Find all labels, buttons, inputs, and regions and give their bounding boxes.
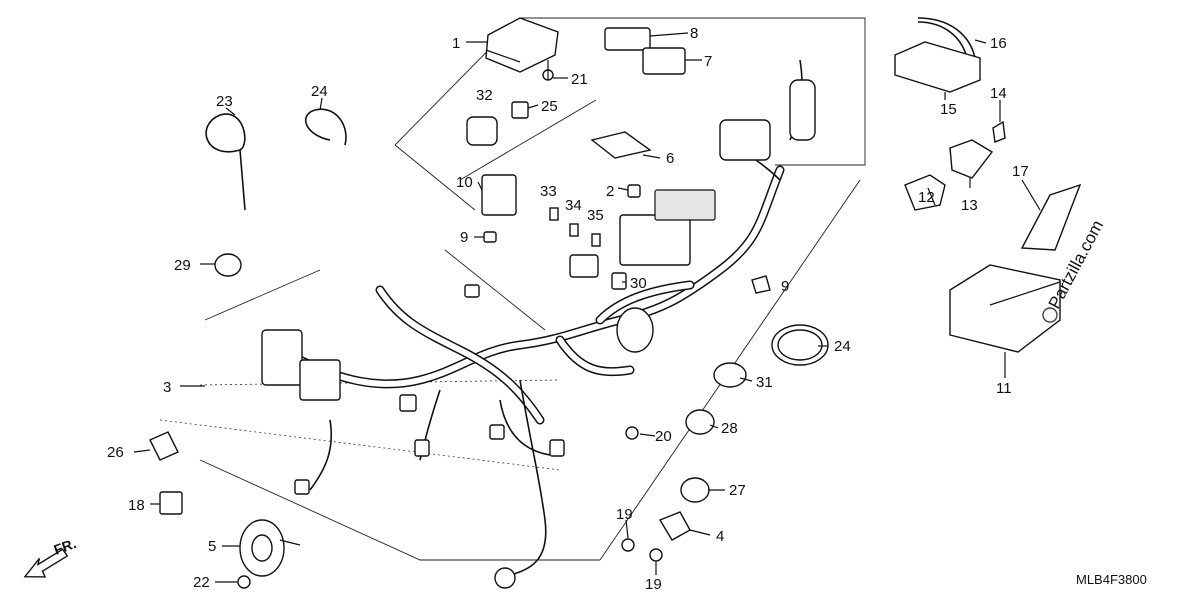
- part-7-connector: [642, 47, 686, 75]
- front-arrow-icon: [23, 548, 69, 578]
- callout-35: 35: [587, 207, 604, 224]
- callout-24-top: 24: [311, 83, 328, 100]
- callout-19-bottom: 19: [645, 576, 662, 593]
- callout-20: 20: [655, 428, 672, 445]
- callout-34: 34: [565, 197, 582, 214]
- main-wire-harness: [261, 59, 816, 589]
- part-31-clamp: [713, 362, 747, 388]
- callout-22: 22: [193, 574, 210, 591]
- callout-labels: 1 2 3 4 5 6 7 8 9 9 10 11 12 13 14 15 16…: [107, 25, 1029, 593]
- callout-4: 4: [716, 528, 724, 545]
- callout-25: 25: [541, 98, 558, 115]
- part-14-bracket: [992, 120, 1006, 143]
- callout-2: 2: [606, 183, 614, 200]
- part-9-bulb-top: [483, 231, 497, 243]
- part-24-band-right: [771, 324, 829, 366]
- part-9-bulb-right: [751, 275, 771, 294]
- callout-23: 23: [216, 93, 233, 110]
- part-30-relay: [611, 272, 627, 290]
- callout-14: 14: [990, 85, 1007, 102]
- watermark-logo-icon: [1042, 307, 1058, 323]
- front-label: FR.: [52, 535, 79, 558]
- part-29-grommet: [214, 253, 242, 277]
- callout-12: 12: [918, 189, 935, 206]
- part-33-fuse: [549, 207, 559, 221]
- callout-24-right: 24: [834, 338, 851, 355]
- callout-19-top: 19: [616, 506, 633, 523]
- part-5-horn: [239, 519, 301, 577]
- part-17-strap: [1020, 183, 1082, 251]
- part-25-clip: [511, 101, 529, 119]
- callout-30: 30: [630, 275, 647, 292]
- part-2-clip: [627, 184, 641, 198]
- part-10-relay: [481, 174, 517, 216]
- diagram-code: MLB4F3800: [1076, 572, 1147, 587]
- callout-16: 16: [990, 35, 1007, 52]
- callout-10: 10: [456, 174, 473, 191]
- part-6-cover: [590, 131, 652, 159]
- callout-8: 8: [690, 25, 698, 42]
- callout-21: 21: [571, 71, 588, 88]
- leader-lines: [133, 32, 1041, 583]
- part-27-clamp: [680, 477, 710, 503]
- part-23-tie: [205, 113, 246, 211]
- callout-3: 3: [163, 379, 171, 396]
- callout-5: 5: [208, 538, 216, 555]
- callout-28: 28: [721, 420, 738, 437]
- part-32-coupler: [466, 116, 498, 146]
- callout-7: 7: [704, 53, 712, 70]
- callout-1: 1: [452, 35, 460, 52]
- part-16-strap: [917, 17, 976, 59]
- callout-11: 11: [996, 380, 1012, 397]
- callout-13: 13: [961, 197, 978, 214]
- part-28-clamp: [685, 409, 715, 435]
- part-19-bolts: [621, 538, 663, 562]
- callout-29: 29: [174, 257, 191, 274]
- front-direction-indicator: FR.: [23, 535, 79, 578]
- callout-9-top: 9: [460, 229, 468, 246]
- callout-15: 15: [940, 101, 957, 118]
- callout-26: 26: [107, 444, 124, 461]
- callout-32: 32: [476, 87, 493, 104]
- part-20-bolt: [625, 426, 639, 440]
- callout-9-right: 9: [781, 278, 789, 295]
- part-8-connector: [604, 27, 651, 51]
- part-24-band-top: [304, 108, 347, 146]
- callout-33: 33: [540, 183, 557, 200]
- part-35-fuse: [591, 233, 601, 247]
- callout-17: 17: [1012, 163, 1029, 180]
- part-4-sensor: [658, 511, 691, 541]
- part-13-sensor: [949, 139, 994, 179]
- part-26-clamp: [149, 431, 179, 461]
- part-18-connector: [159, 491, 183, 515]
- part-1-module: [485, 17, 559, 73]
- part-12-sensor: [904, 174, 946, 211]
- part-21-bolt: [542, 60, 554, 81]
- callout-18: 18: [128, 497, 145, 514]
- callout-6: 6: [666, 150, 674, 167]
- part-11-control-unit: [949, 264, 1061, 353]
- callout-27: 27: [729, 482, 746, 499]
- part-34-fuse: [569, 223, 579, 237]
- callout-31: 31: [756, 374, 773, 391]
- part-22-bolt: [237, 575, 251, 589]
- part-15-ecu: [894, 41, 981, 93]
